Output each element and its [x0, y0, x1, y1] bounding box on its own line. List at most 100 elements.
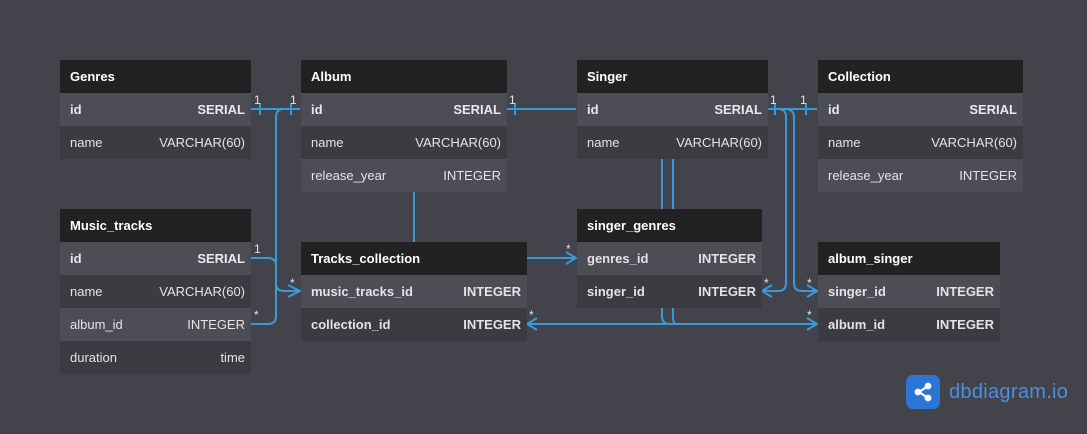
field-name: music_tracks_id	[311, 284, 413, 299]
field-type: SERIAL	[714, 102, 762, 117]
field-name: duration	[70, 350, 117, 365]
field-row[interactable]: collection_id INTEGER	[301, 308, 527, 341]
table-title[interactable]: Genres	[60, 60, 251, 93]
link-collection-albumsinger	[783, 108, 817, 292]
card-singergenres-genres-star: *	[566, 242, 571, 256]
field-name: id	[587, 102, 599, 117]
field-type: INTEGER	[936, 317, 994, 332]
field-type: VARCHAR(60)	[931, 135, 1017, 150]
field-row[interactable]: name VARCHAR(60)	[301, 126, 507, 159]
brand-text: dbdiagram.io	[949, 380, 1069, 403]
field-name: singer_id	[587, 284, 645, 299]
field-name: name	[587, 135, 620, 150]
table-title[interactable]: Singer	[577, 60, 768, 93]
field-type: SERIAL	[197, 102, 245, 117]
field-row[interactable]: album_id INTEGER	[818, 308, 1000, 341]
table-album-singer[interactable]: album_singer singer_id INTEGER album_id …	[818, 242, 1000, 341]
field-name: name	[311, 135, 344, 150]
card-musictracks-albumid-star: *	[254, 308, 259, 322]
table-singer-genres[interactable]: singer_genres genres_id INTEGER singer_i…	[577, 209, 762, 308]
field-row[interactable]: id SERIAL	[301, 93, 507, 126]
field-row[interactable]: id SERIAL	[60, 242, 251, 275]
field-type: SERIAL	[197, 251, 245, 266]
field-row[interactable]: name VARCHAR(60)	[577, 126, 768, 159]
field-name: genres_id	[587, 251, 649, 266]
card-musictracks-1: 1	[254, 242, 261, 256]
field-row[interactable]: duration time	[60, 341, 251, 374]
field-type: INTEGER	[443, 168, 501, 183]
field-name: name	[70, 135, 103, 150]
link-musictracks-album	[251, 108, 300, 325]
link-trackscollection-albumsinger-crow-b	[806, 317, 819, 331]
card-album-singer-1: 1	[509, 93, 516, 107]
field-row[interactable]: release_year INTEGER	[301, 159, 507, 192]
cardinality-labels: 1 1 1 1 1 1 * * * * * * *	[254, 93, 812, 322]
link-trackscollection-singergenres-crow	[565, 251, 578, 265]
field-row[interactable]: name VARCHAR(60)	[818, 126, 1023, 159]
card-trackscollection-star: *	[290, 276, 295, 290]
card-singergenres-singer-star: *	[764, 276, 769, 290]
field-name: id	[70, 251, 82, 266]
link-singergenres-down	[661, 307, 677, 325]
field-name: album_id	[70, 317, 123, 332]
field-type: INTEGER	[936, 284, 994, 299]
field-row[interactable]: id SERIAL	[60, 93, 251, 126]
brand-watermark[interactable]: dbdiagram.io	[906, 374, 1068, 410]
share-nodes-icon	[906, 375, 940, 409]
field-name: collection_id	[311, 317, 391, 332]
field-name: id	[828, 102, 840, 117]
field-name: release_year	[311, 168, 387, 183]
table-album[interactable]: Album id SERIAL name VARCHAR(60) release…	[301, 60, 507, 192]
card-albumsinger-singer-star: *	[807, 276, 812, 290]
field-row[interactable]: album_id INTEGER	[60, 308, 251, 341]
card-singer-1: 1	[770, 93, 777, 107]
link-singer-singergenres-id	[762, 108, 787, 292]
field-type: INTEGER	[698, 251, 756, 266]
field-name: name	[70, 284, 103, 299]
field-name: singer_id	[828, 284, 886, 299]
table-title[interactable]: album_singer	[818, 242, 1000, 275]
table-genres[interactable]: Genres id SERIAL name VARCHAR(60)	[60, 60, 251, 159]
table-collection[interactable]: Collection id SERIAL name VARCHAR(60) re…	[818, 60, 1023, 192]
link-musictracks-trackscollection	[251, 257, 300, 292]
field-row[interactable]: name VARCHAR(60)	[60, 275, 251, 308]
field-name: release_year	[828, 168, 904, 183]
link-trackscollection-albumsinger-crow-a	[525, 317, 538, 331]
field-row[interactable]: release_year INTEGER	[818, 159, 1023, 192]
field-type: SERIAL	[453, 102, 501, 117]
table-title[interactable]: singer_genres	[577, 209, 762, 242]
field-row[interactable]: id SERIAL	[818, 93, 1023, 126]
field-row[interactable]: id SERIAL	[577, 93, 768, 126]
field-name: id	[70, 102, 82, 117]
field-row[interactable]: name VARCHAR(60)	[60, 126, 251, 159]
field-row[interactable]: singer_id INTEGER	[818, 275, 1000, 308]
link-musictracks-trackscollection-crow	[287, 284, 303, 298]
table-music-tracks[interactable]: Music_tracks id SERIAL name VARCHAR(60) …	[60, 209, 251, 374]
field-name: album_id	[828, 317, 886, 332]
table-singer[interactable]: Singer id SERIAL name VARCHAR(60)	[577, 60, 768, 159]
field-type: INTEGER	[463, 284, 521, 299]
field-type: VARCHAR(60)	[159, 284, 245, 299]
card-album-1: 1	[290, 93, 297, 107]
field-name: name	[828, 135, 861, 150]
link-singer-singergenres-crow	[760, 284, 773, 298]
table-title[interactable]: Music_tracks	[60, 209, 251, 242]
field-type: INTEGER	[187, 317, 245, 332]
card-trackscollection-collection-star: *	[529, 308, 534, 322]
table-title[interactable]: Collection	[818, 60, 1023, 93]
table-tracks-collection[interactable]: Tracks_collection music_tracks_id INTEGE…	[301, 242, 527, 341]
table-title[interactable]: Tracks_collection	[301, 242, 527, 275]
field-row[interactable]: music_tracks_id INTEGER	[301, 275, 527, 308]
card-collection-1: 1	[800, 93, 807, 107]
field-type: INTEGER	[463, 317, 521, 332]
field-row[interactable]: genres_id INTEGER	[577, 242, 762, 275]
field-row[interactable]: singer_id INTEGER	[577, 275, 762, 308]
table-title[interactable]: Album	[301, 60, 507, 93]
field-type: VARCHAR(60)	[159, 135, 245, 150]
field-type: INTEGER	[698, 284, 756, 299]
field-type: SERIAL	[969, 102, 1017, 117]
link-collection-albumsinger-crow	[806, 284, 819, 298]
card-genres-1: 1	[254, 93, 261, 107]
